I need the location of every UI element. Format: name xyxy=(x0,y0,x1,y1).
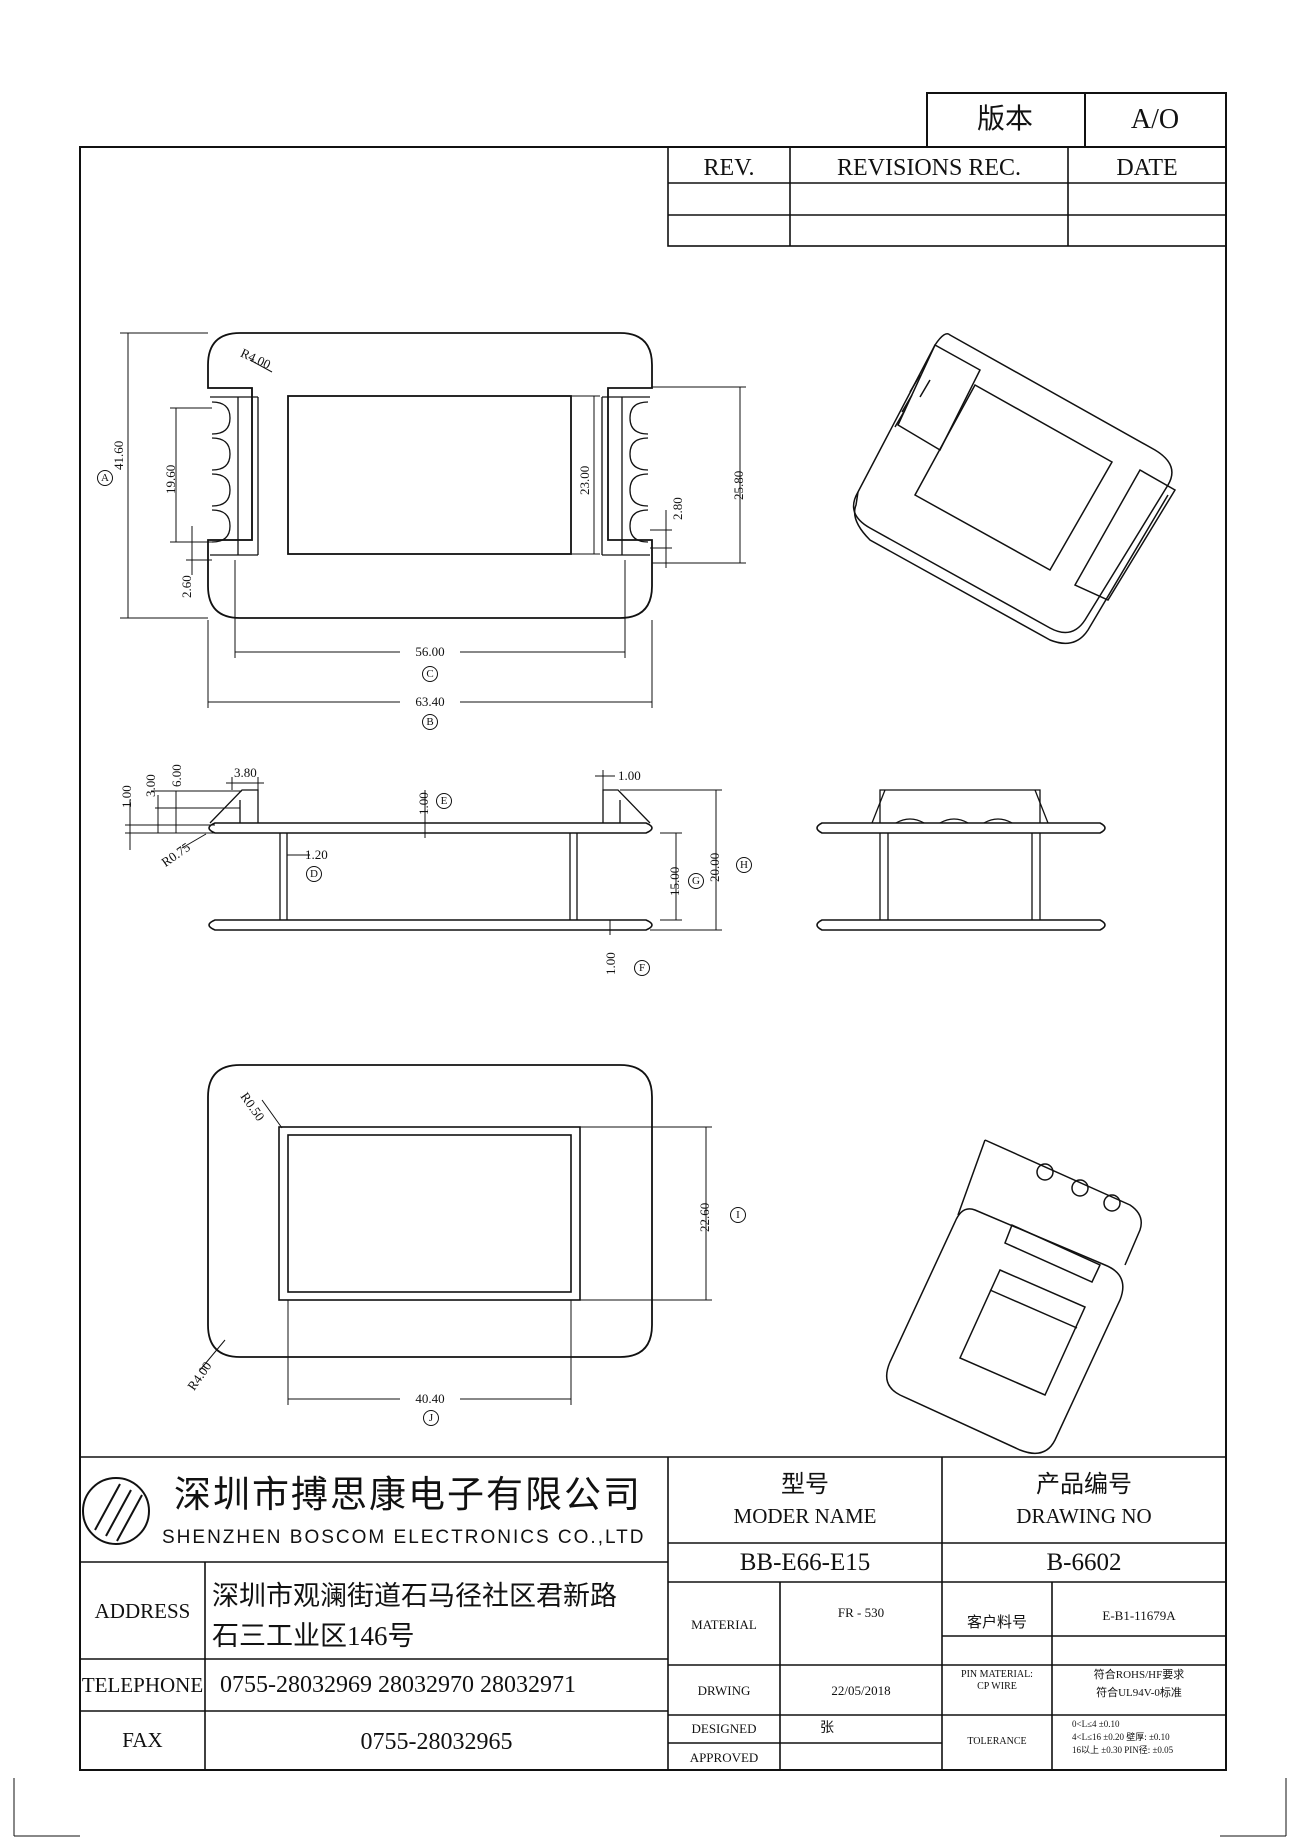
drawing-no-label-cn: 产品编号 xyxy=(1036,1472,1132,1498)
rev-col-header: REV. xyxy=(703,155,755,181)
drwing-value: 22/05/2018 xyxy=(831,1683,891,1698)
pin-material-label-2: CP WIRE xyxy=(977,1681,1017,1692)
material-value: FR - 530 xyxy=(837,1605,885,1620)
dim-40-40: 40.40 xyxy=(400,1392,460,1405)
telephone-label: TELEPHONE xyxy=(81,1673,204,1697)
side-view xyxy=(816,789,1106,931)
isometric-view-bottom xyxy=(885,1139,1142,1455)
fax-label: FAX xyxy=(122,1728,163,1752)
circle-a: A xyxy=(97,470,113,486)
address-label: ADDRESS xyxy=(94,1599,191,1623)
dim-3-80: 3.80 xyxy=(234,765,257,780)
fax-value: 0755-28032965 xyxy=(360,1729,513,1755)
version-label: 版本 xyxy=(976,104,1033,135)
dim-20-00: 20.00 xyxy=(707,852,722,882)
circle-c: C xyxy=(422,666,438,682)
dim-22-60: 22.60 xyxy=(697,1202,712,1232)
dim-6-00: 6.00 xyxy=(169,764,184,787)
drawing-no-value: B-6602 xyxy=(1046,1549,1122,1576)
circle-j: J xyxy=(423,1410,439,1426)
circle-e: E xyxy=(436,793,452,809)
pin-material-label: PIN MATERIAL: xyxy=(961,1669,1033,1680)
model-label-en: MODER NAME xyxy=(733,1504,877,1528)
bottom-view xyxy=(207,1064,653,1358)
model-value: BB-E66-E15 xyxy=(739,1549,871,1576)
address-line1: 深圳市观澜街道石马径社区君新路 xyxy=(212,1581,617,1611)
designed-value: 张 xyxy=(820,1721,834,1736)
dim-23-00: 23.00 xyxy=(577,465,592,495)
company-name-en: SHENZHEN BOSCOM ELECTRONICS CO.,LTD xyxy=(162,1527,646,1548)
dim-19-60: 19.60 xyxy=(163,464,178,494)
customer-part-label: 客户料号 xyxy=(966,1615,1027,1631)
approved-label: APPROVED xyxy=(689,1750,759,1765)
top-view xyxy=(207,332,653,619)
designed-label: DESIGNED xyxy=(691,1721,757,1736)
circle-g: G xyxy=(688,873,704,889)
isometric-view-top xyxy=(852,333,1177,645)
dim-1-00-r: 1.00 xyxy=(618,768,641,783)
front-view xyxy=(208,789,653,931)
date-col-header: DATE xyxy=(1116,155,1178,181)
circle-i: I xyxy=(730,1207,746,1223)
dim-63-40: 63.40 xyxy=(400,695,460,708)
circle-b: B xyxy=(422,714,438,730)
dim-15-00: 15.00 xyxy=(667,866,682,896)
crop-marks xyxy=(13,1778,1287,1837)
dim-2-60: 2.60 xyxy=(179,575,194,598)
dim-56-00: 56.00 xyxy=(400,645,460,658)
dim-25-80: 25.80 xyxy=(731,470,746,500)
pin-material-value-2: 符合UL94V-0标准 xyxy=(1096,1687,1182,1699)
dim-1-00-f: 1.00 xyxy=(603,952,618,975)
circle-f: F xyxy=(634,960,650,976)
customer-part-value: E-B1-11679A xyxy=(1102,1608,1176,1623)
company-name-cn: 深圳市搏思康电子有限公司 xyxy=(174,1475,642,1516)
dim-1-00-e: 1.00 xyxy=(416,792,431,815)
front-view-dims xyxy=(125,770,722,935)
tolerance-label: TOLERANCE xyxy=(967,1736,1027,1747)
circle-h: H xyxy=(736,857,752,873)
drawing-frame xyxy=(79,146,1227,1771)
bottom-view-dims xyxy=(199,1099,712,1405)
title-block-lines xyxy=(80,1456,1226,1770)
tolerance-line-3: 16以上 ±0.30 PIN径: ±0.05 xyxy=(1072,1745,1174,1755)
revisions-table xyxy=(667,146,1227,247)
dim-1-00-a: 1.00 xyxy=(119,785,134,808)
dim-2-80: 2.80 xyxy=(670,497,685,520)
telephone-value: 0755-28032969 28032970 28032971 xyxy=(220,1672,576,1698)
rev-rec-col-header: REVISIONS REC. xyxy=(836,155,1022,181)
company-logo xyxy=(82,1477,150,1545)
drwing-label: DRWING xyxy=(697,1683,751,1698)
circle-d: D xyxy=(306,866,322,882)
dim-41-60: 41.60 xyxy=(111,440,126,470)
pin-material-value-1: 符合ROHS/HF要求 xyxy=(1093,1669,1185,1681)
dim-3-00: 3.00 xyxy=(143,774,158,797)
address-line2: 石三工业区146号 xyxy=(212,1621,415,1651)
tolerance-line-2: 4<L≤16 ±0.20 壁厚: ±0.10 xyxy=(1072,1732,1170,1742)
tolerance-line-1: 0<L≤4 ±0.10 xyxy=(1072,1719,1120,1729)
dim-1-20: 1.20 xyxy=(305,847,328,862)
material-label: MATERIAL xyxy=(691,1617,757,1632)
version-value: A/O xyxy=(1130,104,1180,135)
top-view-dims xyxy=(120,332,746,708)
model-label-cn: 型号 xyxy=(781,1472,829,1498)
drawing-no-label-en: DRAWING NO xyxy=(1016,1504,1152,1528)
